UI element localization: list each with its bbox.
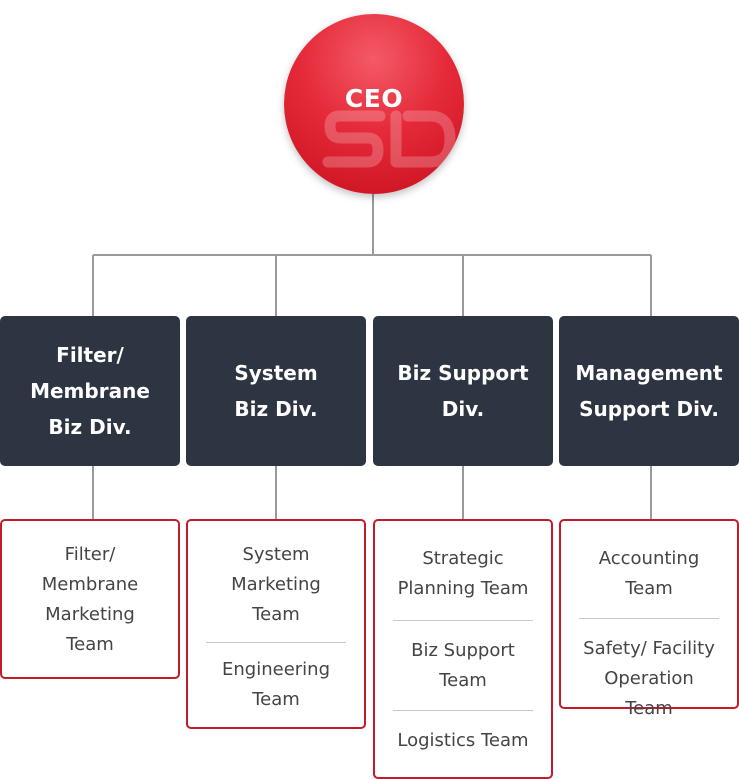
- team-biz-support: Biz Support Team: [411, 640, 515, 691]
- ceo-label: CEO: [344, 84, 404, 113]
- division-biz-support: Biz Support Div.: [373, 316, 553, 466]
- team-filter-membrane-marketing: Filter/ Membrane Marketing Team: [41, 544, 139, 655]
- team-safety-facility-operation: Safety/ Facility Operation Team: [583, 638, 715, 719]
- team-divider: [393, 620, 533, 621]
- team-divider: [206, 642, 346, 643]
- team-strategic-planning: Strategic Planning Team: [397, 548, 529, 599]
- ceo-node: CEO: [284, 14, 464, 194]
- team-divider: [393, 710, 533, 711]
- team-system-marketing: System Marketing Team: [231, 544, 321, 625]
- logo-watermark-icon: [322, 110, 456, 168]
- division-management-support: Management Support Div.: [559, 316, 739, 466]
- team-box-management-support: Accounting Team Safety/ Facility Operati…: [559, 519, 739, 719]
- team-accounting: Accounting Team: [598, 548, 700, 599]
- team-box-filter-membrane: Filter/ Membrane Marketing Team: [0, 519, 180, 679]
- team-engineering: Engineering Team: [222, 659, 330, 710]
- division-system: System Biz Div.: [186, 316, 366, 466]
- team-divider: [579, 618, 719, 619]
- team-box-biz-support: Strategic Planning Team Biz Support Team…: [373, 519, 553, 779]
- team-logistics: Logistics Team: [397, 730, 529, 751]
- division-filter-membrane: Filter/ Membrane Biz Div.: [0, 316, 180, 466]
- team-box-system: System Marketing Team Engineering Team: [186, 519, 366, 729]
